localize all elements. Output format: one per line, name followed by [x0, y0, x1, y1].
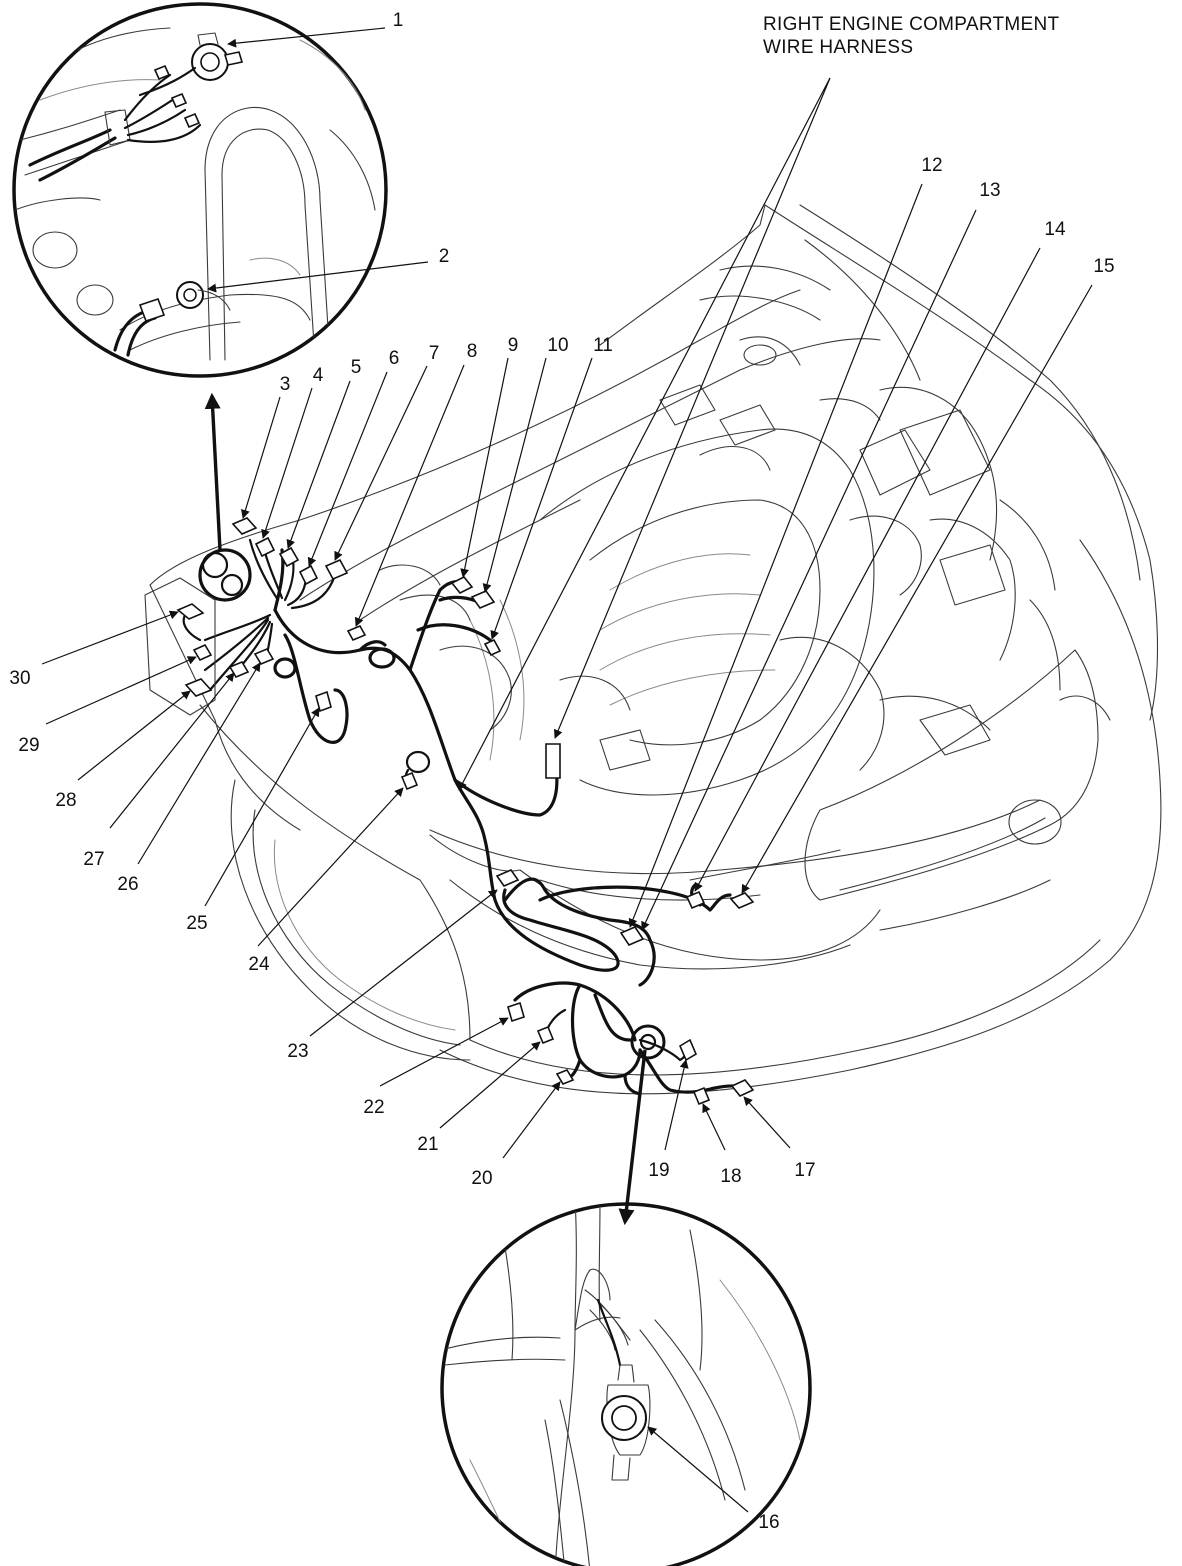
detail-circle-top: [12, 2, 388, 378]
vehicle-outline: [149, 204, 1162, 1095]
callout-6: 6: [389, 348, 400, 369]
callout-18: 18: [720, 1166, 741, 1187]
leader-lines: [41, 27, 1093, 1513]
callout-10: 10: [547, 335, 568, 356]
callout-1: 1: [393, 10, 404, 31]
callout-8: 8: [467, 341, 478, 362]
callout-20: 20: [471, 1168, 492, 1189]
fuse-box-outline: [144, 577, 216, 716]
detail-circle-bottom: [440, 1202, 812, 1566]
callout-9: 9: [508, 335, 519, 356]
connectors: [176, 517, 755, 1106]
callout-29: 29: [18, 735, 39, 756]
detail-pointer-top: [204, 392, 222, 551]
callout-24: 24: [248, 954, 270, 975]
callout-28: 28: [55, 790, 76, 811]
callout-19: 19: [648, 1160, 669, 1181]
wire-harness: [182, 538, 750, 1096]
callout-25: 25: [186, 913, 207, 934]
callout-7: 7: [429, 343, 440, 364]
detail-pointer-bottom: [618, 1049, 647, 1226]
callout-2: 2: [439, 246, 450, 267]
callout-30: 30: [9, 668, 30, 689]
callout-15: 15: [1093, 256, 1114, 277]
callout-12: 12: [921, 155, 942, 176]
callout-17: 17: [794, 1160, 815, 1181]
callout-labels: 1 2 3 4 5 6 7 8 9 10 11 12 13 14 15 16 1…: [9, 10, 1114, 1533]
callout-21: 21: [417, 1134, 438, 1155]
callout-5: 5: [351, 357, 362, 378]
callout-22: 22: [363, 1097, 384, 1118]
callout-4: 4: [313, 365, 324, 386]
engine-compartment: [299, 265, 1111, 796]
callout-3: 3: [280, 374, 291, 395]
callout-27: 27: [83, 849, 104, 870]
callout-23: 23: [287, 1041, 308, 1062]
callout-26: 26: [117, 874, 138, 895]
callout-14: 14: [1044, 219, 1066, 240]
harness-title-line-2: WIRE HARNESS: [763, 37, 913, 58]
callout-16: 16: [758, 1512, 779, 1533]
callout-11: 11: [593, 335, 613, 356]
callout-13: 13: [979, 180, 1000, 201]
harness-title-line-1: RIGHT ENGINE COMPARTMENT: [763, 14, 1060, 35]
